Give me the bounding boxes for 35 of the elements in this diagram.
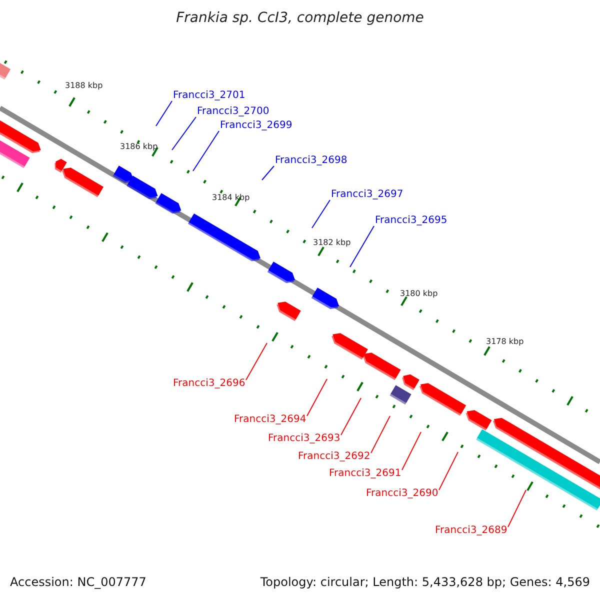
gene-label: Francci3_2699 xyxy=(220,121,292,131)
leader-line xyxy=(172,116,196,150)
gene-label: Francci3_2697 xyxy=(331,190,404,200)
leader-line xyxy=(340,398,362,436)
scale-label: 3182 kbp xyxy=(313,239,351,247)
leader-line xyxy=(402,432,422,470)
gene-label: Francci3_2696 xyxy=(173,379,246,389)
gene-label: Francci3_2692 xyxy=(298,452,370,462)
scale-label: 3188 kbp xyxy=(65,82,103,90)
gene-label: Francci3_2693 xyxy=(268,434,340,444)
leader-line xyxy=(350,226,374,268)
leader-line xyxy=(312,200,330,228)
title: Frankia sp. CcI3, complete genome xyxy=(175,11,425,25)
gene-label: Francci3_2701 xyxy=(173,91,246,101)
gene-label: Francci3_2698 xyxy=(275,156,348,166)
scale-label: 3184 kbp xyxy=(212,194,250,202)
gene-label: Francci3_2690 xyxy=(366,489,438,499)
leader-line xyxy=(370,416,390,454)
gene-label: Francci3_2691 xyxy=(329,469,402,479)
scale-label: 3186 kbp xyxy=(120,143,158,151)
gene-label: Francci3_2695 xyxy=(375,216,448,226)
leader-line xyxy=(438,452,458,490)
leader-line xyxy=(246,342,268,380)
scale-label: 3178 kbp xyxy=(486,338,524,346)
footer-text: Accession: NC_007777 xyxy=(10,576,146,588)
leader-line xyxy=(192,130,220,172)
footer-text: Topology: circular; Length: 5,433,628 bp; Genes: 4,569 xyxy=(260,576,590,588)
gene-label: Francci3_2700 xyxy=(197,107,270,117)
leader-line xyxy=(508,490,526,528)
leader-line xyxy=(156,100,172,126)
leader-line xyxy=(262,166,274,180)
gene-label: Francci3_2689 xyxy=(435,526,508,536)
scale-label: 3180 kbp xyxy=(400,290,438,298)
gene-label: Francci3_2694 xyxy=(234,415,306,425)
leader-line xyxy=(306,378,328,416)
